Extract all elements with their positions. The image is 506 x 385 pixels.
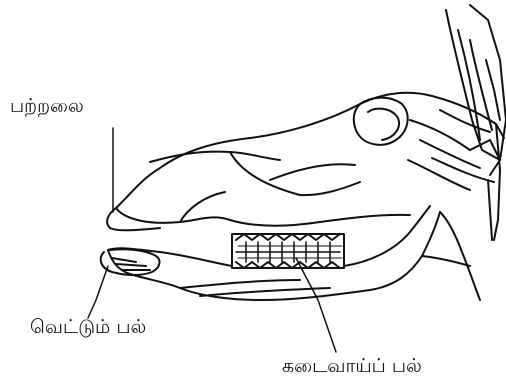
label-incisor-teeth: வெட்டும் பல் — [30, 318, 146, 337]
label-molar-teeth: கடைவாய்ப் பல் — [282, 357, 422, 376]
label-dental-pad: பற்றலை — [10, 97, 84, 116]
leader-line-incisor — [88, 266, 108, 318]
leader-line-molar — [296, 258, 336, 352]
molar-teeth — [232, 234, 344, 268]
